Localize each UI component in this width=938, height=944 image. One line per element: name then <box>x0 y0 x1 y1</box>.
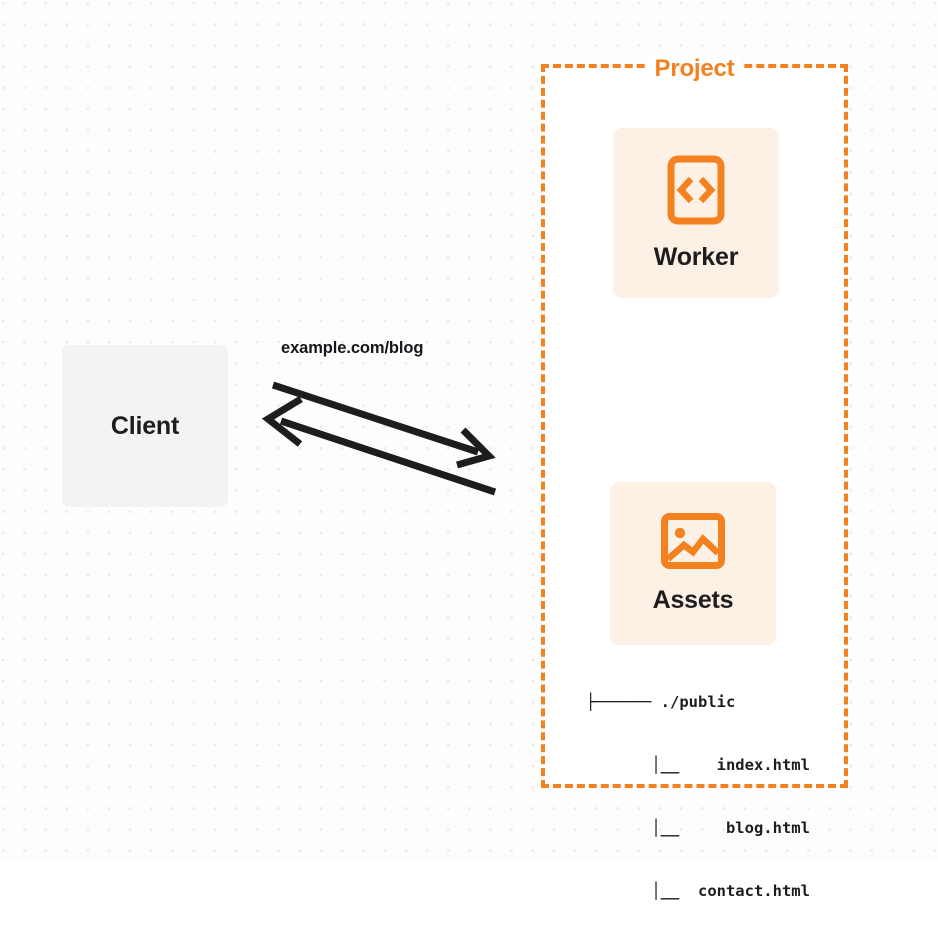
edge-request-arrow <box>271 381 496 469</box>
tree-row: │__ index.html <box>586 756 810 774</box>
asset-file-tree: ├────── ./public │__ index.html │__ blog… <box>586 650 810 944</box>
node-worker[interactable]: Worker <box>613 128 779 298</box>
tree-row: │__ blog.html <box>586 819 810 837</box>
node-assets-label: Assets <box>652 586 734 614</box>
tree-row: │__ contact.html <box>586 882 810 900</box>
edge-response-arrow <box>261 396 497 496</box>
node-client[interactable]: Client <box>62 345 228 507</box>
node-worker-label: Worker <box>653 242 739 271</box>
image-picture-icon <box>661 513 725 569</box>
code-brackets-icon <box>667 155 725 224</box>
project-title: Project <box>647 55 742 83</box>
diagram-canvas: Client example.com/blog Project Worker <box>0 0 938 900</box>
edge-label-url: example.com/blog <box>281 339 424 357</box>
node-assets[interactable]: Assets <box>610 482 776 645</box>
node-client-label: Client <box>110 411 180 440</box>
tree-row: ├────── ./public <box>586 693 736 711</box>
